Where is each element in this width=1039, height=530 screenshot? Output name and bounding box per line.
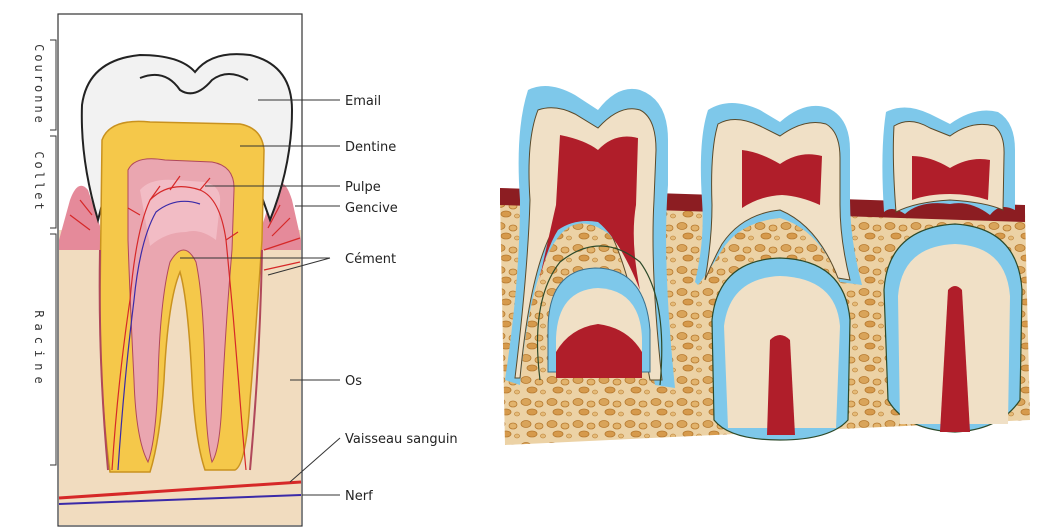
side-label-collet: Collet: [32, 151, 46, 212]
label-nerf: Nerf: [345, 489, 373, 504]
label-dentine: Dentine: [345, 140, 396, 155]
label-cement: Cément: [345, 252, 396, 267]
developing-tooth-3: [884, 224, 1022, 432]
developing-tooth-2: [712, 258, 850, 440]
erupted-tooth-3: [882, 107, 1015, 215]
label-pulpe: Pulpe: [345, 180, 381, 195]
label-email: Email: [345, 94, 381, 109]
label-os: Os: [345, 374, 362, 389]
label-vaisseau: Vaisseau sanguin: [345, 432, 458, 447]
molar-cross-section: Couronne Collet Racine Email Dentine Pul…: [32, 14, 458, 526]
label-gencive: Gencive: [345, 201, 398, 216]
jaw-teeth-illustration: [500, 86, 1030, 445]
side-label-racine: Racine: [32, 310, 46, 389]
side-brackets: [50, 40, 56, 465]
side-label-couronne: Couronne: [32, 44, 46, 126]
